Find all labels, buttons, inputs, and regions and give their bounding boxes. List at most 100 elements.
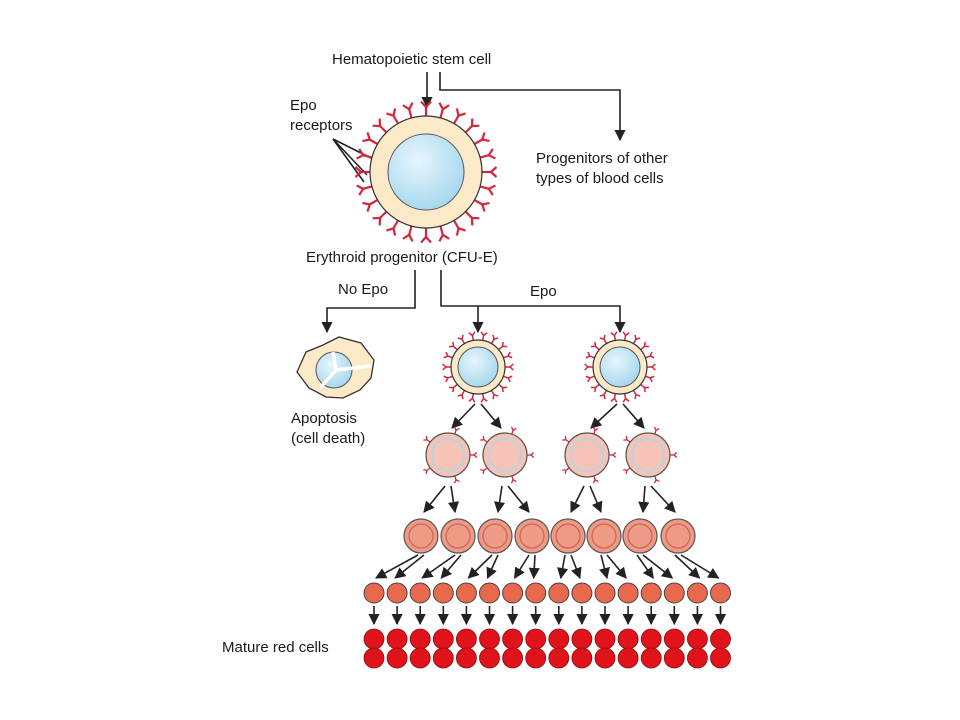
reticulocyte-cell — [686, 582, 708, 604]
epo-receptor-icon — [478, 184, 496, 196]
mature-red-cell — [409, 647, 431, 669]
proerythroblast-cell — [623, 426, 678, 484]
epo-receptor-icon — [473, 132, 490, 146]
arrow-division — [440, 554, 462, 579]
mature-red-cell — [571, 647, 593, 669]
epo-receptors-label-line1: Epo — [290, 97, 317, 114]
mature-red-cell — [663, 647, 685, 669]
apoptosis-label-line1: Apoptosis — [291, 410, 357, 427]
epo-receptor-icon — [420, 227, 432, 244]
proerythroblast-cell — [562, 426, 617, 484]
reticulocyte-cell — [571, 582, 593, 604]
epo-receptor-icon — [438, 224, 450, 242]
epo-receptor-icon — [452, 219, 466, 236]
mature-red-cell — [710, 647, 731, 669]
epo-receptor-icon — [481, 166, 498, 178]
epo-receptor-icon — [354, 166, 371, 178]
arrow-division — [680, 554, 720, 579]
epo-receptor-icon — [644, 375, 655, 383]
mature-red-cell — [386, 628, 408, 650]
epo-receptor-icon — [386, 108, 400, 125]
mature-red-cell — [710, 628, 731, 650]
arrow-division — [528, 554, 540, 580]
arrow-division — [486, 554, 499, 580]
arrow-division — [674, 554, 701, 579]
erythroblast-cell — [477, 518, 513, 554]
erythroblast-cell — [660, 518, 696, 554]
mature-red-cell — [363, 647, 385, 669]
epo-receptor-icon — [372, 118, 388, 134]
reticulocyte-cell — [710, 582, 731, 604]
epo-receptor-icon — [449, 341, 459, 351]
arrow-division — [570, 485, 585, 514]
epo-receptor-icon — [502, 351, 513, 359]
epo-receptor-icon — [464, 118, 480, 134]
mature-red-cell — [640, 628, 662, 650]
epo-receptor-icon — [386, 219, 400, 236]
reticulocyte-cell — [455, 582, 477, 604]
epo-receptor-icon — [356, 184, 374, 196]
mature-red-cell — [617, 628, 639, 650]
arrow-division — [447, 485, 460, 514]
epo-receptor-icon — [457, 389, 466, 400]
reticulocyte-cell — [409, 582, 431, 604]
reticulocyte-cell — [386, 582, 408, 604]
mature-red-cell — [432, 647, 454, 669]
mature-red-cell — [455, 647, 477, 669]
epo-receptor-icon — [591, 341, 601, 351]
arrow-division — [493, 485, 506, 514]
epo-receptor-icon — [591, 383, 601, 393]
reticulocyte-cell — [640, 582, 662, 604]
arrow-division — [421, 554, 456, 579]
epo-receptor-icon — [362, 132, 379, 146]
epo-receptor-icon — [639, 341, 649, 351]
reticulocyte-cell — [363, 582, 385, 604]
epo-receptor-icon — [449, 383, 459, 393]
mature-red-cell — [409, 628, 431, 650]
mature-red-cell — [548, 647, 570, 669]
no-epo-label: No Epo — [338, 281, 388, 298]
receptor-pointer-line-3 — [332, 138, 365, 183]
epo-receptor-icon — [585, 351, 596, 359]
mature-red-cell — [548, 628, 570, 650]
proerythroblast-cell — [423, 426, 478, 484]
arrow-epo-branch — [440, 270, 626, 334]
epo-receptor-icon — [502, 375, 513, 383]
epo-receptor-icon — [420, 100, 432, 117]
reticulocyte-cell — [663, 582, 685, 604]
arrow-division — [507, 485, 530, 513]
arrow-division — [557, 554, 569, 580]
mature-red-cell — [502, 647, 523, 669]
epo-receptor-icon — [362, 198, 379, 212]
epo-receptor-icon — [639, 383, 649, 393]
epo-receptor-icon — [599, 334, 608, 345]
receptor-pointer-line-2 — [332, 138, 368, 176]
erythroblast-cell — [514, 518, 550, 554]
arrow-division — [467, 554, 493, 579]
epo-receptor-icon — [372, 210, 388, 226]
erythroid-progenitor-cell — [354, 100, 498, 244]
mature-red-cell — [502, 628, 523, 650]
erythroid-lineage — [363, 331, 731, 669]
mature-red-cell — [432, 628, 454, 650]
epo-receptor-icon — [478, 148, 496, 160]
arrow-division — [638, 485, 650, 514]
dividing-progenitor-cell — [584, 331, 656, 403]
arrow-division — [375, 554, 419, 579]
epo-receptor-icon — [402, 224, 414, 242]
arrow-division — [650, 485, 676, 513]
mature-red-cell — [594, 628, 616, 650]
epo-receptor-icon — [632, 389, 641, 400]
epo-receptor-icon — [490, 389, 499, 400]
apoptotic-cell — [296, 336, 375, 399]
epo-receptor-icon — [490, 334, 499, 345]
reticulocyte-cell — [548, 582, 570, 604]
epo-receptor-icon — [402, 102, 414, 120]
erythroblast-cell — [586, 518, 622, 554]
erythroblast-cell — [403, 518, 439, 554]
mature-red-cell — [571, 628, 593, 650]
mature-red-cell — [594, 647, 616, 669]
arrow-division — [513, 554, 530, 579]
epo-receptor-icon — [457, 334, 466, 345]
